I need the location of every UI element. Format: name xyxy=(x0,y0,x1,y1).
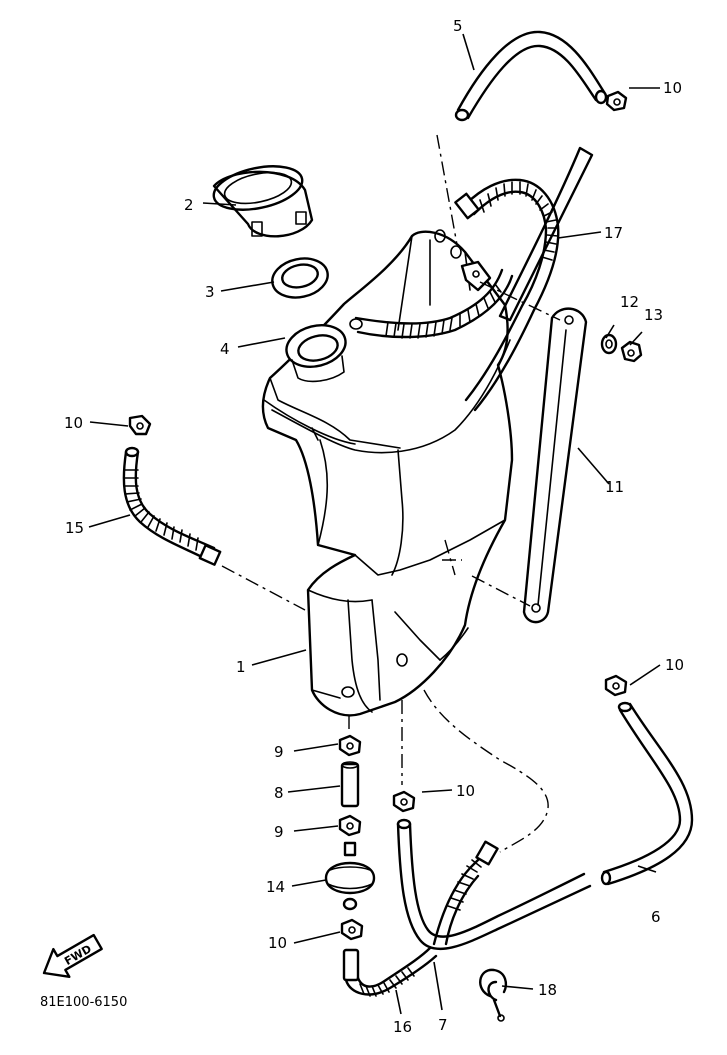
part-7-hose xyxy=(396,818,592,951)
part-10-clip-right xyxy=(604,674,628,697)
label-12: 12 xyxy=(620,293,639,311)
part-2-cap xyxy=(212,165,314,238)
label-10c: 10 xyxy=(665,656,684,674)
label-14: 14 xyxy=(266,878,285,896)
part-11-stay xyxy=(522,307,588,624)
part-18-clamp xyxy=(479,968,508,1022)
label-7: 7 xyxy=(438,1016,448,1034)
part-6-hose xyxy=(600,701,694,886)
label-9b: 9 xyxy=(274,823,284,841)
part-1-reservoir-tank xyxy=(261,229,514,717)
part-8-pipe xyxy=(340,761,360,808)
part-17-overflow-hose xyxy=(454,146,594,412)
part-9-clip-lower xyxy=(338,814,362,837)
label-17: 17 xyxy=(604,224,623,242)
label-10d: 10 xyxy=(456,782,475,800)
centerline-7 xyxy=(423,689,549,853)
part-15-hose xyxy=(122,446,222,566)
part-5-hose xyxy=(454,30,608,122)
part-12-washer xyxy=(600,333,618,355)
label-10e: 10 xyxy=(268,934,287,952)
fwd-arrow-icon: FWD xyxy=(42,933,103,979)
label-18: 18 xyxy=(538,981,557,999)
part-13-nut xyxy=(620,340,643,363)
part-3-gasket xyxy=(271,257,329,299)
part-10-clip-top xyxy=(605,90,628,112)
centerline-5 xyxy=(436,134,459,251)
label-8: 8 xyxy=(274,784,284,802)
centerline-11 xyxy=(479,281,561,321)
label-16: 16 xyxy=(393,1018,412,1036)
centerline-11b xyxy=(471,575,531,607)
label-13: 13 xyxy=(644,306,663,324)
centerline-15 xyxy=(221,565,306,611)
label-1: 1 xyxy=(236,658,246,676)
leader-lines xyxy=(88,33,661,1015)
part-10-clip-lower-left xyxy=(340,918,364,941)
label-4: 4 xyxy=(220,340,230,358)
part-16-hose xyxy=(342,946,438,997)
label-11: 11 xyxy=(605,478,624,496)
label-15: 15 xyxy=(65,519,84,537)
label-3: 3 xyxy=(205,283,215,301)
part-9-clip-upper xyxy=(338,734,362,757)
label-2: 2 xyxy=(184,196,194,214)
part-10-clip-left xyxy=(128,414,152,436)
label-10a: 10 xyxy=(64,414,83,432)
diagram-code: 81E100-6150 xyxy=(40,995,127,1010)
label-10b: 10 xyxy=(663,79,682,97)
label-9a: 9 xyxy=(274,743,284,761)
part-10-clip-mid xyxy=(392,790,416,813)
part-labels: 1 2 3 4 5 6 7 8 9 9 10 10 10 10 10 11 12… xyxy=(64,17,684,1036)
part-14-fuel-filter xyxy=(324,841,376,911)
label-6: 6 xyxy=(651,908,661,926)
label-5: 5 xyxy=(453,17,463,35)
